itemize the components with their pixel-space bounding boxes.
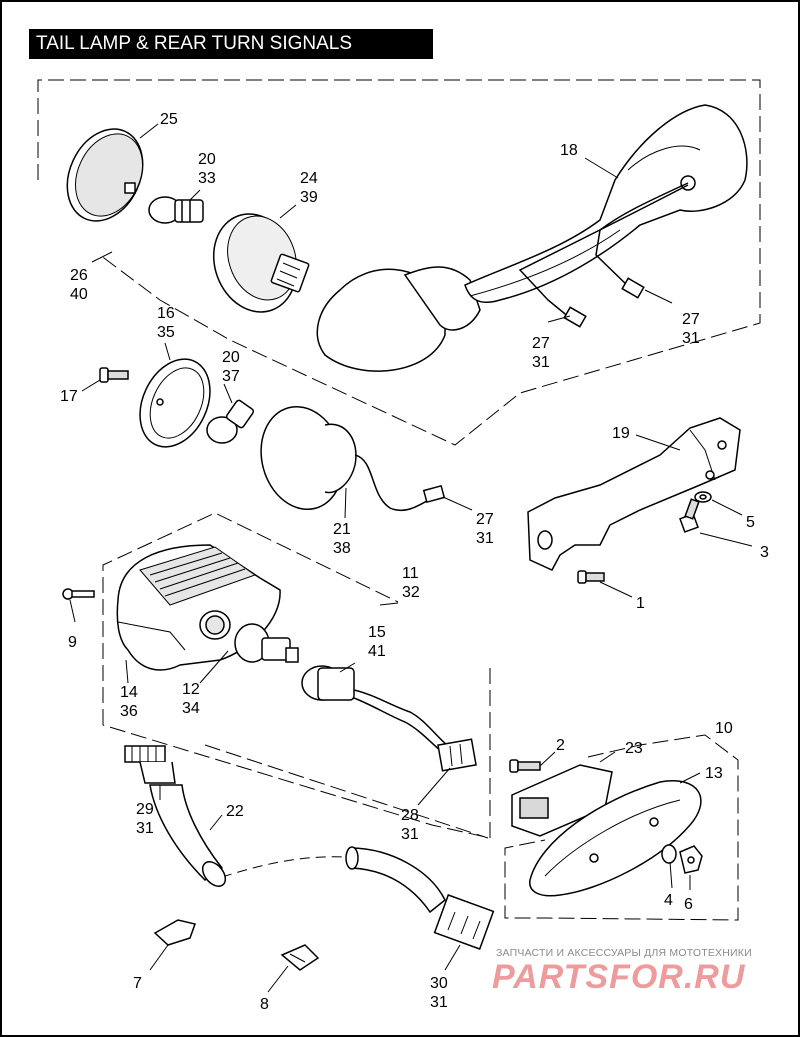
watermark-logo: PARTSFOR.RU [492,958,746,996]
callout-13: 13 [705,765,723,782]
part-30-harness-connector [345,846,495,950]
callout-9: 9 [68,634,77,651]
callout-27-a: 27 [532,335,550,352]
callout-14: 14 [120,684,138,701]
callout-31-c: 31 [476,530,494,547]
part-8-clip [280,944,320,971]
callout-31-e: 31 [401,826,419,843]
part-24-socket-housing [212,213,310,313]
callout-32: 32 [402,584,420,601]
callout-36: 36 [120,703,138,720]
callout-19: 19 [612,425,630,442]
callout-16: 16 [157,305,175,322]
callout-20-mid: 20 [222,349,240,366]
callout-7: 7 [133,975,142,992]
callout-10: 10 [715,720,733,737]
callout-18: 18 [560,142,578,159]
callout-24: 24 [300,170,318,187]
diagram-title: TAIL LAMP & REAR TURN SIGNALS [29,29,433,59]
callout-27-b: 27 [682,311,700,328]
watermark-tagline: ЗАПЧАСТИ И АКСЕССУАРЫ ДЛЯ МОТОТЕХНИКИ [496,947,752,959]
callout-35: 35 [157,324,175,341]
group-outline-rear [504,734,739,921]
callout-30: 30 [430,975,448,992]
callout-34: 34 [182,700,200,717]
leader-lines [69,123,753,993]
part-23-license-bracket [511,764,613,837]
part-3-bolt [679,498,700,533]
callout-3: 3 [760,544,769,561]
group-outline-lamp [102,512,491,839]
callout-23: 23 [625,740,643,757]
callout-2: 2 [556,737,565,754]
callout-31-b: 31 [682,330,700,347]
callout-25: 25 [160,111,178,128]
callout-6: 6 [684,896,693,913]
callout-28: 28 [401,807,419,824]
part-4-washer [661,844,677,864]
part-20-bulb [148,196,204,224]
part-29-connector [124,745,176,784]
callout-33: 33 [198,170,216,187]
callout-4: 4 [664,892,673,909]
part-25-lens [66,128,144,222]
callout-40: 40 [70,286,88,303]
callout-1: 1 [636,595,645,612]
callout-38: 38 [333,540,351,557]
callout-27-c: 27 [476,511,494,528]
part-9-screw [62,588,95,600]
callout-31-d: 31 [136,820,154,837]
part-17-screw [99,367,129,383]
callout-37: 37 [222,368,240,385]
callout-21: 21 [333,521,351,538]
part-13-license-lamp-lens [529,780,702,897]
part-21-turn-signal [260,405,446,512]
callout-5: 5 [746,514,755,531]
callout-39: 39 [300,189,318,206]
callout-8: 8 [260,996,269,1013]
part-15-socket-harness [301,665,477,772]
callout-29: 29 [136,801,154,818]
part-12-bulb [234,623,299,663]
part-7-clip [153,919,196,946]
callout-15: 15 [368,624,386,641]
part-1-screw [577,570,605,584]
harness-dashed-link [221,856,346,878]
part-19-bracket [527,417,741,571]
callout-41: 41 [368,643,386,660]
group-outline-upper [37,79,761,446]
part-6-nut [679,845,703,874]
part-18-turn-signal-assembly [316,104,748,372]
callout-31-f: 31 [430,994,448,1011]
callout-12: 12 [182,681,200,698]
part-2-screw [509,759,541,773]
part-20-bulb-lower [206,399,255,444]
callout-11: 11 [402,565,419,582]
part-22-harness [149,784,227,887]
callout-26: 26 [70,267,88,284]
callout-31-a: 31 [532,354,550,371]
part-16-lens-ring [139,358,211,448]
callout-20-top: 20 [198,151,216,168]
callout-22: 22 [226,803,244,820]
callout-17: 17 [60,388,78,405]
part-5-washer [694,491,712,503]
